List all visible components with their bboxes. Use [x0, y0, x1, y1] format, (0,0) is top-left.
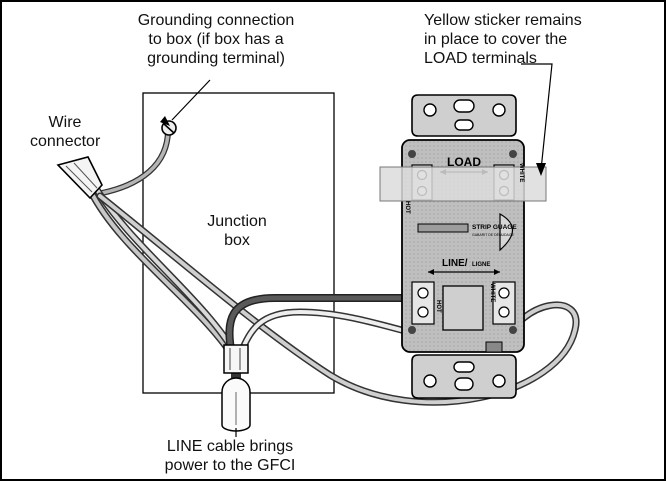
load-white-label: WHITE: [518, 163, 524, 182]
wires: [86, 127, 580, 406]
line-label: LINE/: [442, 258, 468, 269]
wire-connector-label-line-1: Wire: [48, 114, 82, 131]
ground-pigtail: [98, 194, 579, 405]
load-hot-label: HOT: [404, 201, 410, 214]
line-white-label: WHITE: [489, 283, 495, 302]
wire-connector-label-line-2: connector: [30, 133, 101, 150]
strip-gauge-label: STRIP GUAGE: [472, 224, 517, 231]
ground-wire: [100, 128, 170, 195]
gfci-receptacle: LOAD STRIP GUAGE GABARIT DE DÉNUDAGE LIN…: [379, 94, 547, 399]
junction-box-label-line-1: Junction: [207, 213, 267, 230]
sticker-label: Yellow sticker remains in place to cover…: [424, 11, 582, 68]
ligne-label: LIGNE: [472, 262, 490, 268]
junction-box: [142, 92, 335, 394]
sticker-label-line-1: Yellow sticker remains: [424, 12, 582, 29]
top-mounting-strap: [411, 94, 517, 137]
line-cable-label-line-1: LINE cable brings: [166, 438, 294, 455]
bundle-wire-a: [88, 188, 234, 357]
gabarit-label: GABARIT DE DÉNUDAGE: [472, 232, 515, 237]
yellow-sticker: [379, 166, 547, 202]
sticker-leader: [521, 63, 553, 171]
leader-lines: [160, 63, 553, 437]
sticker-label-line-3: LOAD terminals: [424, 50, 537, 67]
grounding-leader: [171, 79, 211, 121]
junction-box-label: Junction box: [200, 212, 274, 250]
hot-wire: [227, 295, 411, 358]
grounding-label-line-1: Grounding connection: [137, 12, 295, 29]
grounding-label-line-2: to box (if box has a: [148, 31, 284, 48]
line-hot-label: HOT: [435, 300, 441, 313]
sticker-label-line-2: in place to cover the: [424, 31, 568, 48]
wire-connector-label: Wire connector: [30, 113, 100, 151]
line-cable: [221, 377, 251, 432]
grounding-label: Grounding connection to box (if box has …: [126, 11, 306, 68]
grounding-label-line-3: grounding terminal): [147, 50, 285, 67]
cable-clamp: [223, 344, 249, 374]
bottom-mounting-strap: [411, 354, 517, 399]
grounding-screw: [161, 120, 177, 136]
load-label: LOAD: [447, 155, 481, 169]
line-cable-label-line-2: power to the GFCI: [164, 457, 296, 474]
junction-box-label-line-2: box: [224, 232, 250, 249]
line-cable-label: LINE cable brings power to the GFCI: [140, 437, 320, 475]
bundle-wire-b: [94, 186, 238, 357]
wire-connector: [56, 156, 103, 200]
